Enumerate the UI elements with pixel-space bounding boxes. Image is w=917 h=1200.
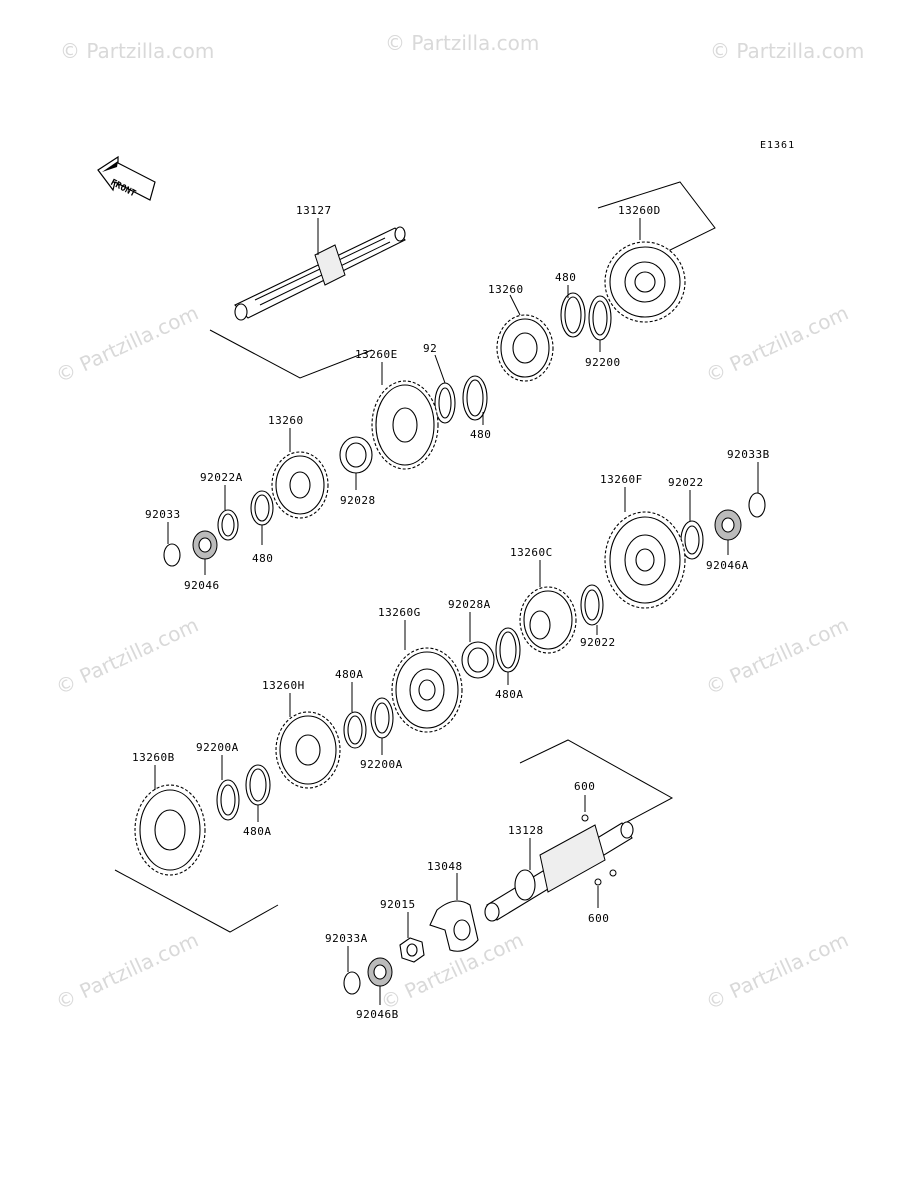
watermark: © Partzilla.com [702, 613, 852, 700]
part-number: 13127 [296, 204, 332, 217]
watermark: © Partzilla.com [702, 301, 852, 388]
nut-92015 [399, 937, 425, 963]
bushing-92028A [461, 641, 495, 679]
bearing-92046A [714, 509, 742, 541]
part-number: 92 [423, 342, 437, 355]
watermark: © Partzilla.com [385, 31, 539, 55]
part-number: 92022 [580, 636, 616, 649]
part-number: 92033B [727, 448, 770, 461]
part-number: 13260 [268, 414, 304, 427]
washer-92022 [680, 520, 704, 560]
washer-92022 [580, 584, 604, 626]
gear-13260E [371, 380, 439, 470]
part-number: 92022 [668, 476, 704, 489]
circlip-92033 [163, 543, 181, 567]
washer-92 [434, 382, 456, 424]
gear-13260C [519, 586, 577, 654]
upper-assembly-bracket [209, 181, 716, 379]
circlip-480A [495, 627, 521, 673]
part-number: 13260G [378, 606, 421, 619]
part-number: 92046B [356, 1008, 399, 1021]
watermark: © Partzilla.com [710, 39, 864, 63]
part-number: 600 [574, 780, 595, 793]
part-number: 92200 [585, 356, 621, 369]
part-number: 13048 [427, 860, 463, 873]
bearing-92046 [192, 530, 218, 560]
shaft-13127 [234, 226, 406, 321]
part-number: 13260 [488, 283, 524, 296]
part-number: 92015 [380, 898, 416, 911]
watermark: © Partzilla.com [60, 39, 214, 63]
diagram-code: E1361 [760, 140, 795, 151]
circlip-480A [245, 764, 271, 806]
washer-92200A [370, 697, 394, 739]
dowel-pin-600 [594, 878, 602, 886]
part-number: 92028 [340, 494, 376, 507]
watermark: © Partzilla.com [52, 613, 202, 700]
shaft-13128 [484, 821, 634, 922]
part-number: 92028A [448, 598, 491, 611]
part-number: 13260C [510, 546, 553, 559]
front-arrow-icon: FRONT [97, 155, 156, 201]
dowel-pin-600 [609, 869, 617, 877]
part-number: 480A [243, 825, 272, 838]
gear-13260 [271, 451, 329, 519]
gear-13260F [604, 511, 686, 609]
watermark: © Partzilla.com [702, 928, 852, 1015]
part-number: 92046 [184, 579, 220, 592]
part-number: 92200A [360, 758, 403, 771]
gear-13260G [391, 647, 463, 733]
part-number: 480A [495, 688, 524, 701]
part-number: 480 [252, 552, 273, 565]
part-number: 480A [335, 668, 364, 681]
dowel-pin-600 [581, 814, 589, 822]
gear-13260B [134, 784, 206, 876]
washer-92200 [588, 295, 612, 341]
part-number: 92022A [200, 471, 243, 484]
circlip-92033B [748, 492, 766, 518]
gear-13260H [275, 711, 341, 789]
part-number: 13260E [355, 348, 398, 361]
watermark: © Partzilla.com [52, 928, 202, 1015]
part-number: 92033A [325, 932, 368, 945]
part-number: 13260H [262, 679, 305, 692]
part-number: 480 [555, 271, 576, 284]
part-number: 480 [470, 428, 491, 441]
gear-13260D [604, 241, 686, 323]
part-number: 13260F [600, 473, 643, 486]
washer-92022A [217, 509, 239, 541]
part-number: 13260B [132, 751, 175, 764]
part-number: 13260D [618, 204, 661, 217]
cam-13048 [429, 900, 479, 952]
part-number: 600 [588, 912, 609, 925]
bushing-92028 [339, 436, 373, 474]
circlip-480 [250, 490, 274, 526]
part-number: 92200A [196, 741, 239, 754]
washer-92200A [216, 779, 240, 821]
gear-13260-upper [496, 314, 554, 382]
circlip-480 [560, 292, 586, 338]
part-number: 92046A [706, 559, 749, 572]
circlip-480A [343, 711, 367, 749]
part-number: 13128 [508, 824, 544, 837]
watermark: © Partzilla.com [52, 301, 202, 388]
part-number: 92033 [145, 508, 181, 521]
lower-assembly-bracket [114, 739, 674, 933]
bearing-92046B [367, 957, 393, 987]
circlip-92033A [343, 971, 361, 995]
circlip-480 [462, 375, 488, 421]
